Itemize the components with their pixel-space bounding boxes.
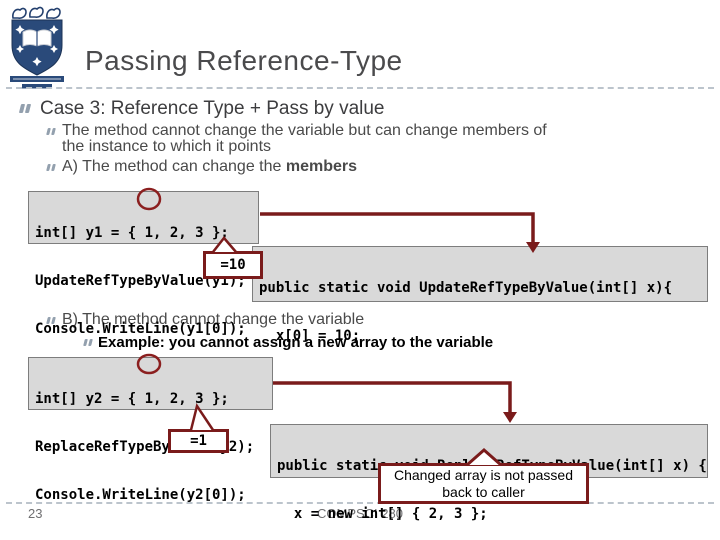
bullet-sub-description-line1: The method cannot change the variable bu…: [62, 122, 547, 139]
footer-separator: [6, 502, 714, 504]
footer-course: COMPSCI 280: [317, 506, 403, 521]
crest-stars-icon: [15, 25, 59, 67]
code-line: x = new int[] { 2, 3 };: [277, 506, 488, 522]
callout-result-replace: =1: [168, 429, 229, 453]
crest-birds-icon: [12, 6, 61, 19]
bullet-icon: [18, 104, 33, 113]
code-line: }: [259, 376, 707, 392]
code-line: Console.WriteLine(y1[0]);: [35, 321, 246, 337]
bullet-sub-description: The method cannot change the variable bu…: [62, 123, 547, 155]
bullet-icon: [46, 128, 57, 135]
university-crest-logo: [10, 6, 64, 89]
slide-title: Passing Reference-Type: [85, 45, 403, 76]
code-method-update: public static void UpdateRefTypeByValue(…: [252, 246, 708, 392]
callout-result-update: =10: [203, 251, 263, 279]
code-line: x[0] = 10;: [259, 328, 361, 344]
bullet-point-a-text: A) The method can change the: [62, 158, 286, 175]
callout-note: Changed array is not passed back to call…: [378, 463, 589, 504]
title-separator: [6, 87, 714, 89]
code-line: int[] y2 = { 1, 2, 3 };: [35, 391, 229, 407]
code-caller-update: int[] y1 = { 1, 2, 3 }; UpdateRefTypeByV…: [28, 191, 259, 337]
page-number: 23: [28, 506, 43, 521]
code-line: Console.WriteLine(y2[0]);: [35, 487, 246, 503]
bullet-case3-heading: Case 3: Reference Type + Pass by value: [40, 98, 385, 119]
bullet-point-a: A) The method can change the members: [62, 159, 357, 175]
code-caller-replace: int[] y2 = { 1, 2, 3 }; ReplaceRefTypeBy…: [28, 357, 273, 503]
code-line: ReplaceRefTypeByValue(y2);: [35, 439, 255, 455]
bullet-icon: [46, 164, 57, 171]
code-line: public static void UpdateRefTypeByValue(…: [259, 280, 673, 296]
code-line: UpdateRefTypeByValue(y1);: [35, 273, 246, 289]
bullet-point-b: B) The method cannot change the variable: [62, 311, 365, 328]
crest-banner-2: [22, 84, 52, 89]
bullet-example: Example: you cannot assign a new array t…: [98, 334, 494, 351]
code-line: int[] y1 = { 1, 2, 3 };: [35, 225, 229, 241]
bullet-point-a-bold: members: [285, 158, 358, 175]
bullet-sub-description-line2: the instance to which it points: [62, 138, 272, 155]
